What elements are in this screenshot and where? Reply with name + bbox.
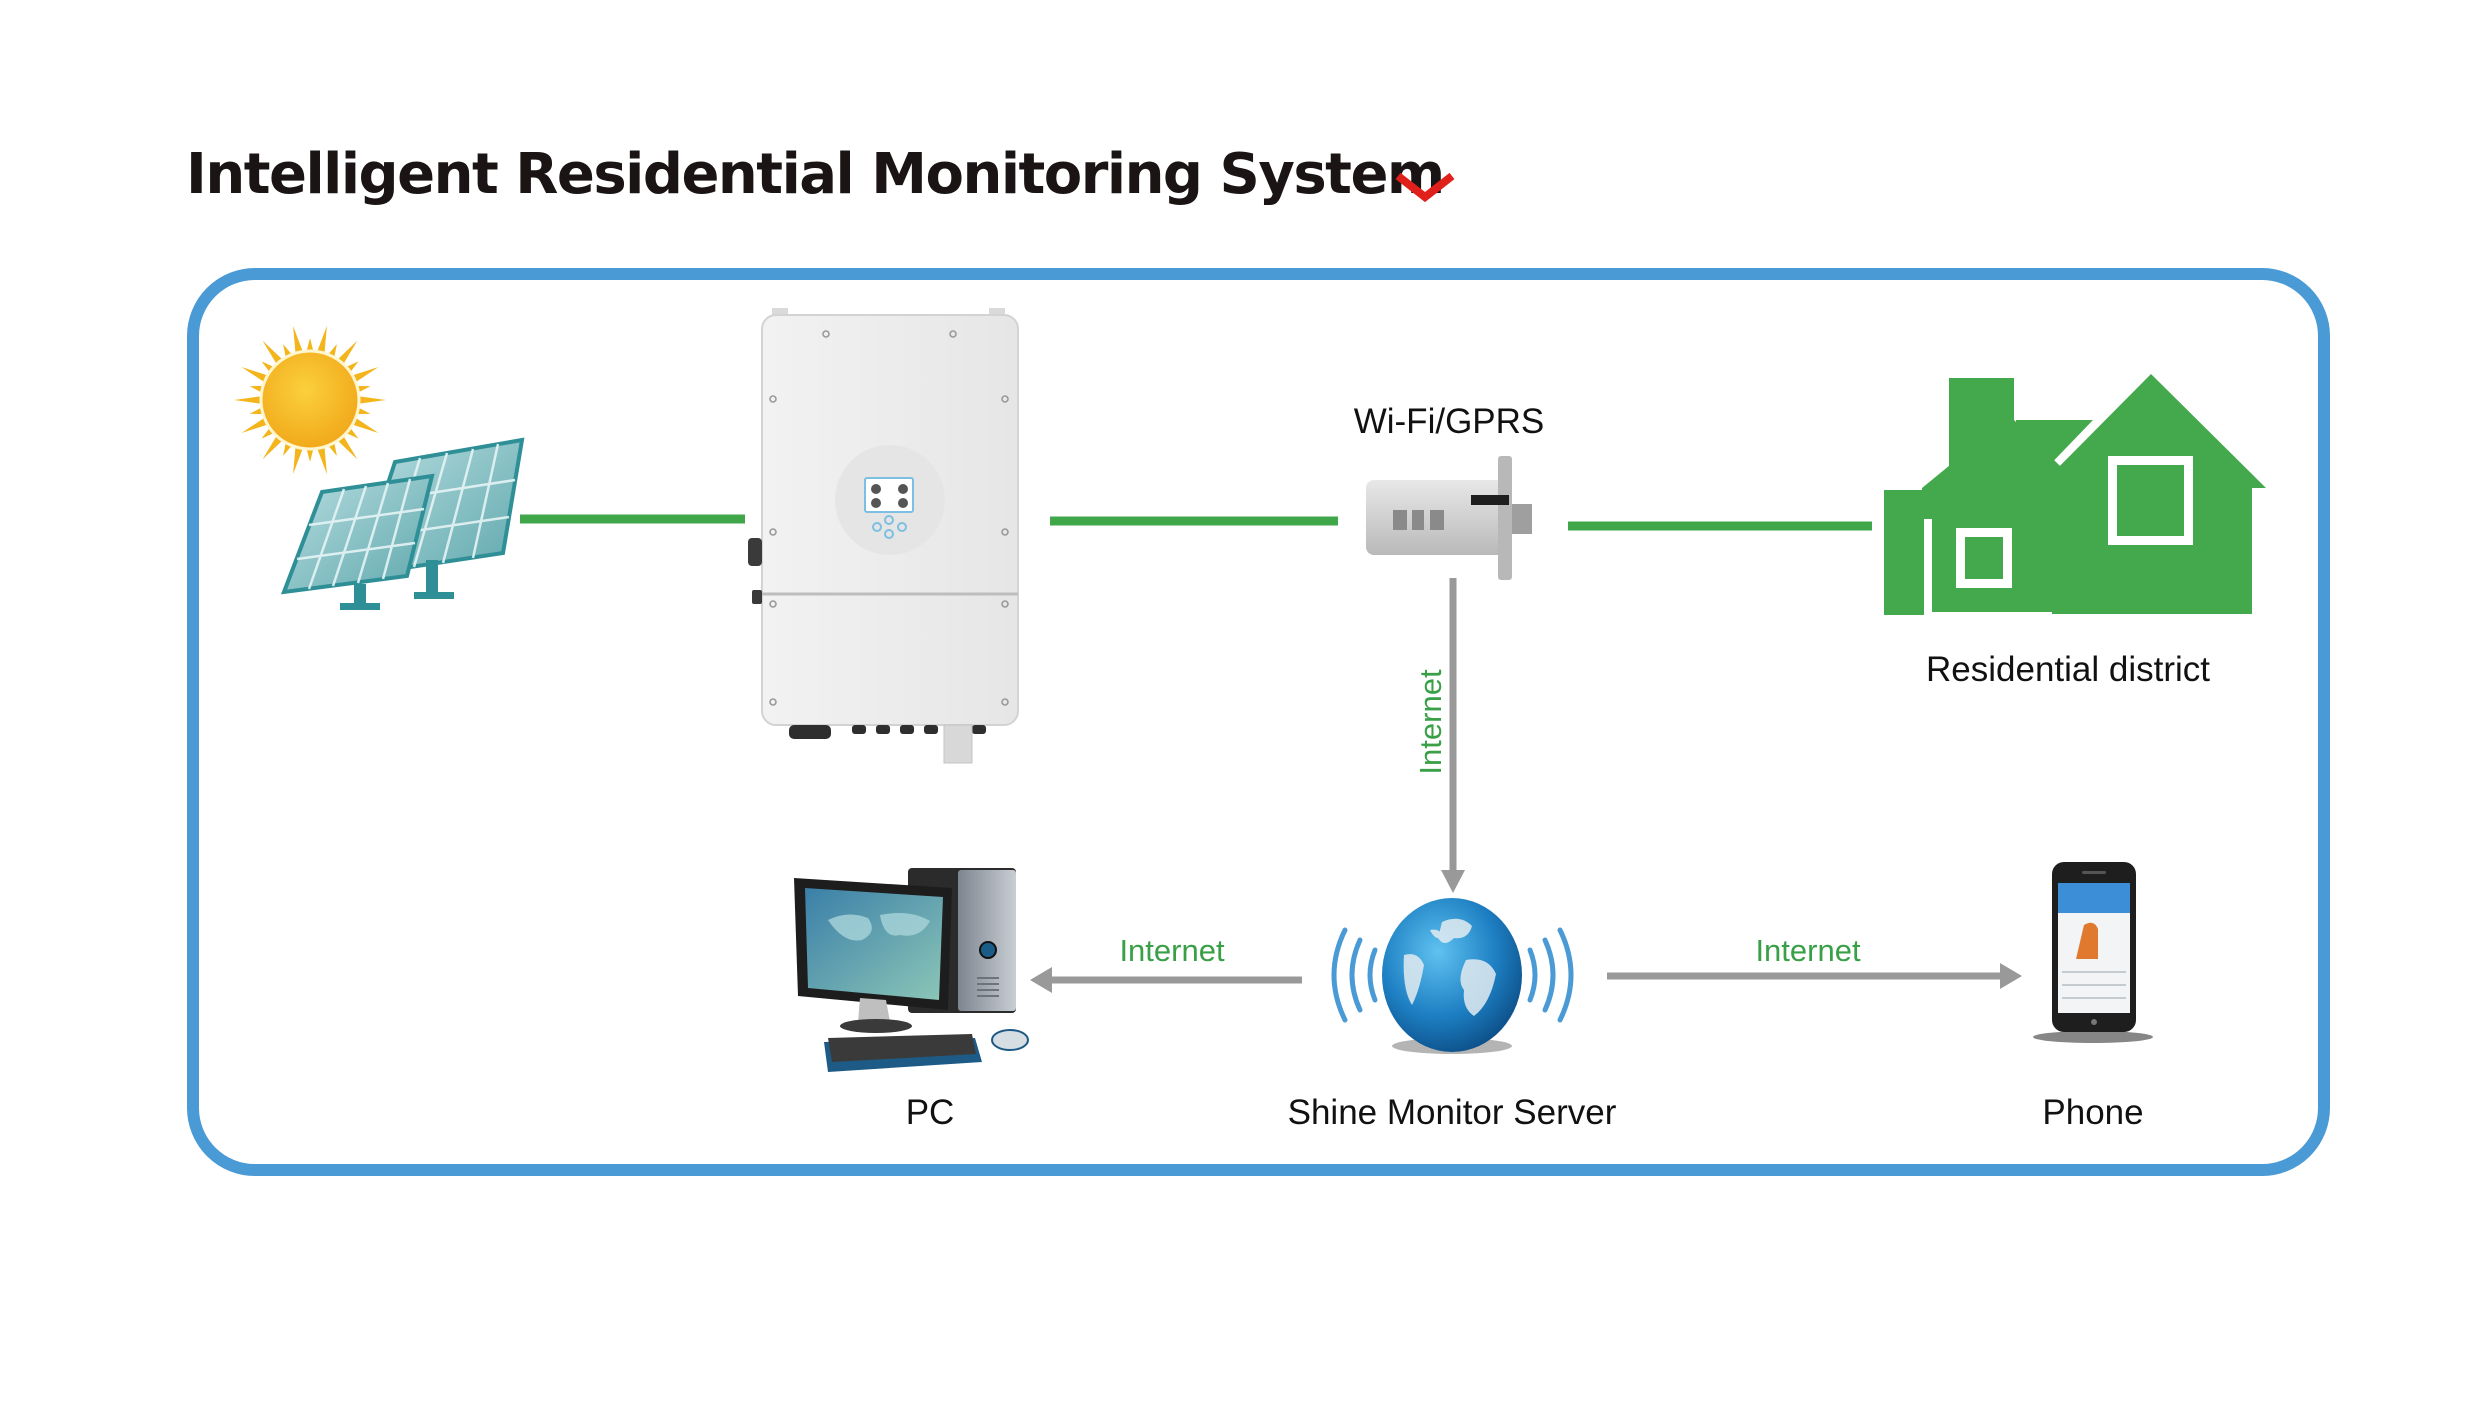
sun-ray bbox=[241, 416, 271, 433]
sun-ray bbox=[241, 367, 271, 384]
link-label-internet-vertical: Internet bbox=[1413, 669, 1448, 775]
sun-ray bbox=[349, 367, 379, 384]
chevron-down-icon[interactable] bbox=[1395, 172, 1455, 203]
datalogger-label: Wi-Fi/GPRS bbox=[1354, 402, 1545, 441]
data-link-server-phone bbox=[1607, 963, 2022, 989]
smartphone-icon bbox=[2033, 862, 2153, 1043]
link-label-internet-pc: Internet bbox=[1119, 933, 1225, 968]
link-label-internet-phone: Internet bbox=[1755, 933, 1861, 968]
sun-icon bbox=[234, 325, 386, 475]
houses-icon bbox=[1884, 374, 2266, 615]
sun-ray bbox=[355, 395, 386, 405]
sun-ray bbox=[293, 325, 304, 357]
desktop-computer-icon bbox=[794, 868, 1029, 1072]
server-label: Shine Monitor Server bbox=[1288, 1093, 1617, 1132]
phone-label: Phone bbox=[2042, 1093, 2143, 1132]
inverter-icon bbox=[748, 308, 1019, 764]
sun-ray bbox=[316, 443, 327, 475]
pc-label: PC bbox=[906, 1093, 955, 1132]
data-link-datalogger-server bbox=[1441, 578, 1465, 893]
wifi-gprs-dongle-icon bbox=[1366, 456, 1532, 580]
system-frame bbox=[187, 268, 2330, 1176]
sun-ray bbox=[293, 443, 304, 475]
sun-ray bbox=[234, 395, 265, 405]
residence-label: Residential district bbox=[1926, 650, 2210, 689]
page-title: Intelligent Residential Monitoring Syste… bbox=[186, 142, 1445, 207]
sun-ray bbox=[349, 416, 379, 433]
globe-icon bbox=[1331, 898, 1574, 1054]
data-link-server-pc bbox=[1030, 967, 1302, 993]
solar-panel-icon bbox=[280, 437, 525, 610]
sun-ray bbox=[316, 325, 327, 357]
